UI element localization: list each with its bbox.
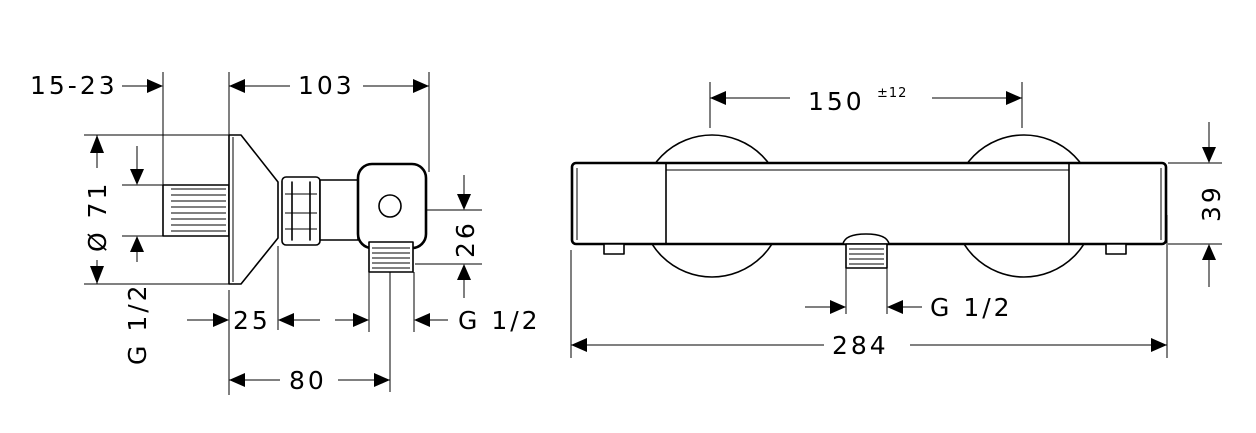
front-extension-lines [570,82,1222,358]
side-extension-lines [84,72,482,395]
dim-outlet-height-label: 26 [451,220,480,258]
dim-depth: 103 [229,71,429,100]
dim-outlet-thread: G 1/2 [805,293,1013,322]
hex-nut [281,176,321,246]
outlet-thread-front [842,233,890,269]
dim-total-width: 284 [571,331,1167,360]
dim-body-height-label: 39 [1197,184,1226,222]
valve-body [319,162,428,250]
dim-body-height: 39 [1197,122,1226,287]
knob-circle [378,194,402,218]
dim-wall-offset: 15-23 [30,71,163,100]
dim-wall-offset-label: 15-23 [30,71,118,100]
dim-tolerance-label: ±12 [877,86,907,101]
dim-thread-bottom: G 1/2 [335,306,541,335]
dim-outlet-thread-label: G 1/2 [930,293,1013,322]
escutcheon-cone [228,134,279,285]
dim-thread-bottom-label: G 1/2 [458,306,541,335]
thermostat-body [570,161,1168,246]
dim-diameter: Ø 71 [83,135,112,284]
outlet-thread-side [368,241,414,273]
dim-80-label: 80 [289,366,327,395]
dim-25: 25 [187,306,320,335]
dim-80: 80 [229,366,390,395]
dim-total-width-label: 284 [832,331,889,360]
dim-center-distance-label: 150 [808,87,865,116]
dim-25-label: 25 [233,306,271,335]
dim-thread-left-label: G 1/2 [123,282,152,365]
side-view: 15-23 103 Ø 71 G 1/2 [30,71,541,395]
wall-thread [162,184,230,237]
dim-thread-left: G 1/2 [123,146,152,365]
body-feet [603,243,1127,255]
dim-depth-label: 103 [298,71,355,100]
dim-center-distance: 150 ±12 [710,86,1022,116]
front-view: 150 ±12 39 G 1/2 284 [570,82,1226,360]
dim-outlet-height: 26 [451,175,480,298]
dim-diameter-label: Ø 71 [83,181,112,252]
